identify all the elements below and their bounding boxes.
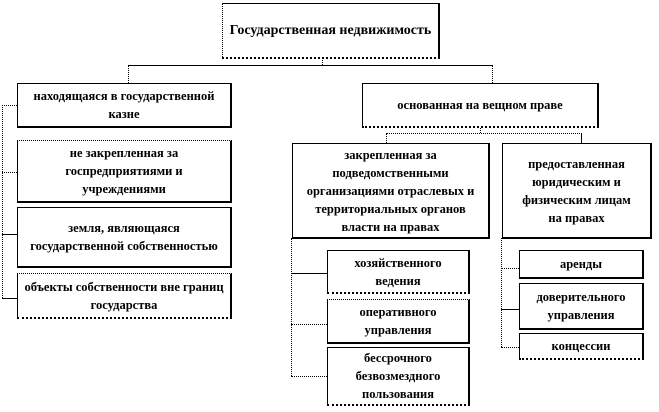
sub-b-node: предоставленная юридическим и физическим… [502, 143, 652, 239]
connector [291, 376, 327, 377]
connector [291, 273, 327, 274]
sub-a-item-node: оперативного управления [327, 299, 470, 344]
connector [2, 105, 3, 298]
connector [322, 58, 323, 65]
connector [2, 234, 17, 235]
connector [128, 65, 493, 66]
connector [291, 238, 292, 376]
connector [386, 133, 387, 143]
connector [501, 347, 519, 348]
right-branch-node: основанная на вещном праве [362, 83, 599, 128]
connector [2, 105, 17, 106]
left-branch-node: находящаяся в государственной казне [17, 83, 232, 128]
left-item-node: не закрепленная за госпредприятиями и уч… [17, 140, 232, 203]
sub-b-item-node: аренды [519, 250, 644, 279]
sub-a-item-node: бессрочного безвозмездного пользования [327, 347, 470, 406]
connector [501, 238, 502, 347]
connector [2, 298, 17, 299]
connector [128, 65, 129, 83]
root-node: Государственная недвижимость [222, 3, 440, 59]
connector [492, 65, 493, 83]
sub-a-item-node: хозяйственного ведения [327, 250, 470, 294]
connector [581, 133, 582, 143]
sub-b-item-node: доверительного управления [519, 283, 644, 330]
left-item-node: объекты собственности вне границ государ… [17, 273, 232, 319]
sub-b-item-node: концессии [519, 333, 644, 360]
connector [2, 172, 17, 173]
connector [501, 268, 519, 269]
connector [501, 309, 519, 310]
connector [291, 324, 327, 325]
connector [480, 127, 481, 133]
left-item-node: земля, являющаяся государственной собств… [17, 207, 232, 268]
connector [386, 133, 582, 134]
sub-a-node: закрепленная за подведомственными органи… [292, 143, 490, 239]
